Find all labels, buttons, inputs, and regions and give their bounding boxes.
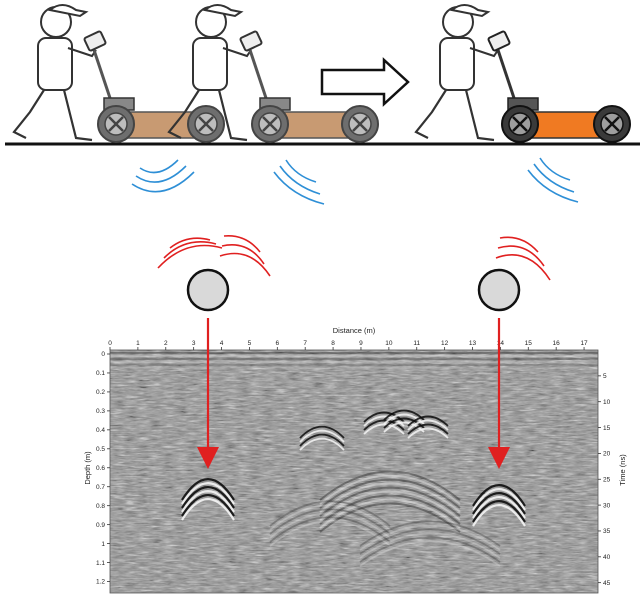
x-tick-label: 4 (220, 340, 224, 347)
time-tick-label: 40 (603, 554, 611, 561)
depth-tick-label: 0.7 (96, 484, 105, 491)
gpr-cart-1 (83, 30, 225, 143)
time-tick-label: 15 (603, 425, 611, 432)
reflection-waves-red-right (495, 236, 551, 281)
depth-tick-label: 1.1 (96, 560, 105, 567)
x-tick-label: 10 (385, 340, 393, 347)
signal-waves-blue-1 (131, 159, 195, 193)
x-tick-label: 11 (413, 340, 420, 347)
x-tick-label: 16 (553, 340, 561, 347)
x-tick-label: 5 (248, 340, 252, 347)
x-tick-label: 17 (580, 340, 588, 347)
depth-tick-label: 0.9 (96, 522, 105, 529)
signal-waves-blue-2 (273, 159, 325, 205)
target-right (477, 236, 551, 312)
gpr-cart-3-active (487, 30, 631, 143)
time-tick-label: 5 (603, 373, 607, 380)
signal-waves-blue-3 (527, 157, 579, 203)
depth-tick-label: 1 (101, 541, 105, 548)
depth-tick-label: 0.4 (96, 427, 105, 434)
x-tick-label: 15 (525, 340, 533, 347)
time-axis-ticks: 5 10 15 20 25 30 35 40 45 (598, 373, 611, 587)
y-right-axis-title: Time (ns) (618, 454, 627, 486)
target-left (157, 235, 271, 312)
time-tick-label: 30 (603, 502, 611, 509)
x-tick-label: 12 (441, 340, 449, 347)
x-tick-label: 1 (136, 340, 140, 347)
depth-tick-label: 0.6 (96, 465, 105, 472)
x-tick-label: 14 (497, 340, 505, 347)
reflection-waves-red-left (157, 235, 271, 277)
time-tick-label: 20 (603, 451, 611, 458)
x-tick-label: 13 (469, 340, 477, 347)
y-left-axis-title: Depth (m) (83, 451, 92, 485)
radargram-reflections (110, 352, 598, 567)
x-axis-title: Distance (m) (333, 326, 376, 335)
operator-figure-3 (414, 4, 499, 142)
survey-scene (5, 4, 640, 205)
depth-tick-label: 0.2 (96, 389, 105, 396)
time-tick-label: 45 (603, 580, 611, 587)
buried-target-left (186, 268, 230, 312)
transition-arrow (320, 57, 410, 107)
time-tick-label: 10 (603, 399, 611, 406)
radargram-noise (110, 350, 598, 593)
x-tick-label: 9 (359, 340, 363, 347)
depth-tick-label: 1.2 (96, 579, 105, 586)
depth-tick-label: 0.5 (96, 446, 105, 453)
depth-tick-label: 0.1 (96, 370, 105, 377)
operator-figure-2 (167, 4, 252, 142)
x-tick-label: 3 (192, 340, 196, 347)
x-tick-label: 8 (331, 340, 335, 347)
radargram-frame (109, 349, 599, 594)
x-tick-label: 7 (303, 340, 307, 347)
depth-axis-ticks: 0 0.1 0.2 0.3 0.4 0.5 0.6 0.7 0.8 0.9 1 1.1 1.2 (96, 351, 110, 586)
time-tick-label: 25 (603, 476, 611, 483)
operator-figure-1 (12, 4, 97, 142)
gpr-cart-2 (239, 30, 379, 143)
x-tick-label: 6 (276, 340, 280, 347)
x-tick-label: 2 (164, 340, 168, 347)
time-tick-label: 35 (603, 528, 611, 535)
x-tick-label: 0 (108, 340, 112, 347)
buried-target-right (477, 268, 521, 312)
depth-tick-label: 0.8 (96, 503, 105, 510)
depth-tick-label: 0 (101, 351, 105, 358)
depth-tick-label: 0.3 (96, 408, 105, 415)
